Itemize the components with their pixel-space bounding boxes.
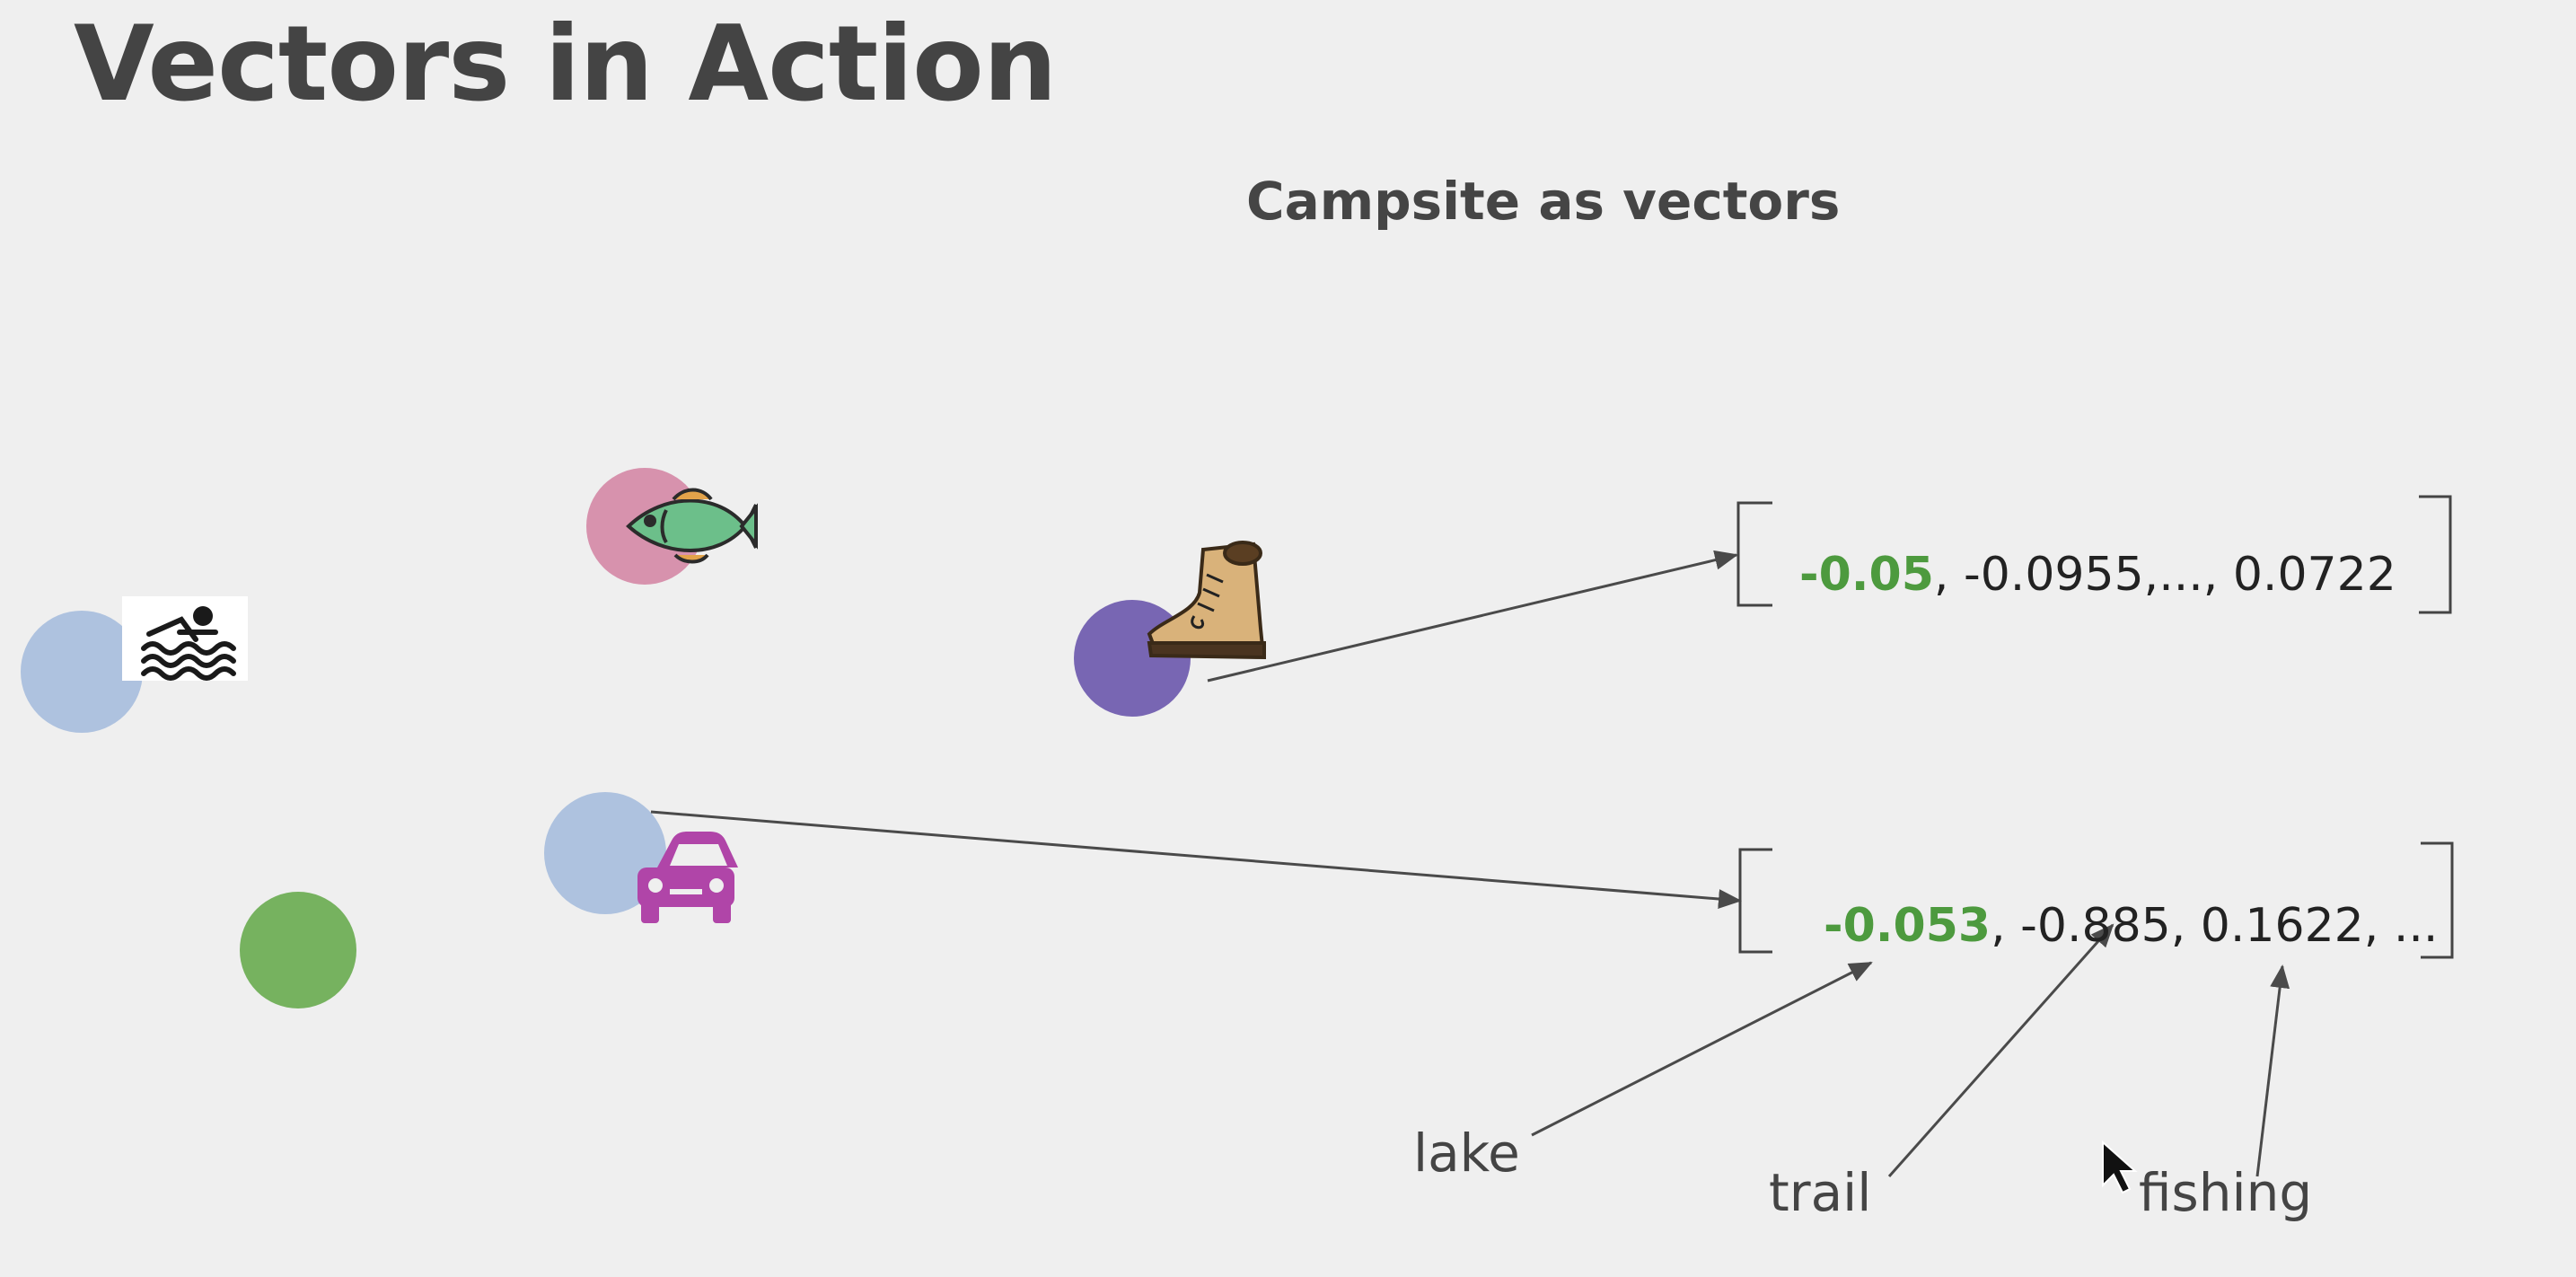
vector-2-highlight: -0.053 xyxy=(1824,899,1991,953)
fish-icon xyxy=(626,488,758,564)
vector-2: -0.053, -0.885, 0.1622, ... xyxy=(1824,899,2438,953)
mouse-cursor-icon xyxy=(2102,1140,2138,1194)
slide-title: Vectors in Action xyxy=(74,4,1057,125)
arrow-lake xyxy=(1531,961,1873,1137)
swimming-icon xyxy=(141,606,236,681)
arrow-hiking-to-vector xyxy=(1207,550,1738,683)
feature-label-fishing: fishing xyxy=(2139,1162,2313,1223)
vector-1-left-bracket xyxy=(1736,501,1772,607)
arrow-fishing xyxy=(2255,964,2290,1177)
feature-label-lake: lake xyxy=(1413,1123,1520,1184)
car-icon xyxy=(637,832,738,923)
dot-green xyxy=(240,892,356,1008)
dot-driving xyxy=(544,792,666,914)
feature-label-trail: trail xyxy=(1769,1162,1872,1223)
arrow-driving-to-vector xyxy=(650,810,1742,910)
vector-1-highlight: -0.05 xyxy=(1799,548,1934,602)
vector-1-rest: , -0.0955,..., 0.0722 xyxy=(1933,548,2396,602)
vector-1: -0.05, -0.0955,..., 0.0722 xyxy=(1799,548,2396,602)
vector-2-left-bracket xyxy=(1738,848,1772,954)
dot-swimming xyxy=(21,611,143,733)
vector-1-right-bracket xyxy=(2419,495,2452,614)
hiking-boot-icon xyxy=(1147,541,1266,660)
vector-2-right-bracket xyxy=(2421,841,2454,959)
arrow-trail xyxy=(1887,923,2114,1177)
slide-subtitle: Campsite as vectors xyxy=(1246,171,1841,232)
vector-2-rest: , -0.885, 0.1622, ... xyxy=(1991,899,2439,953)
